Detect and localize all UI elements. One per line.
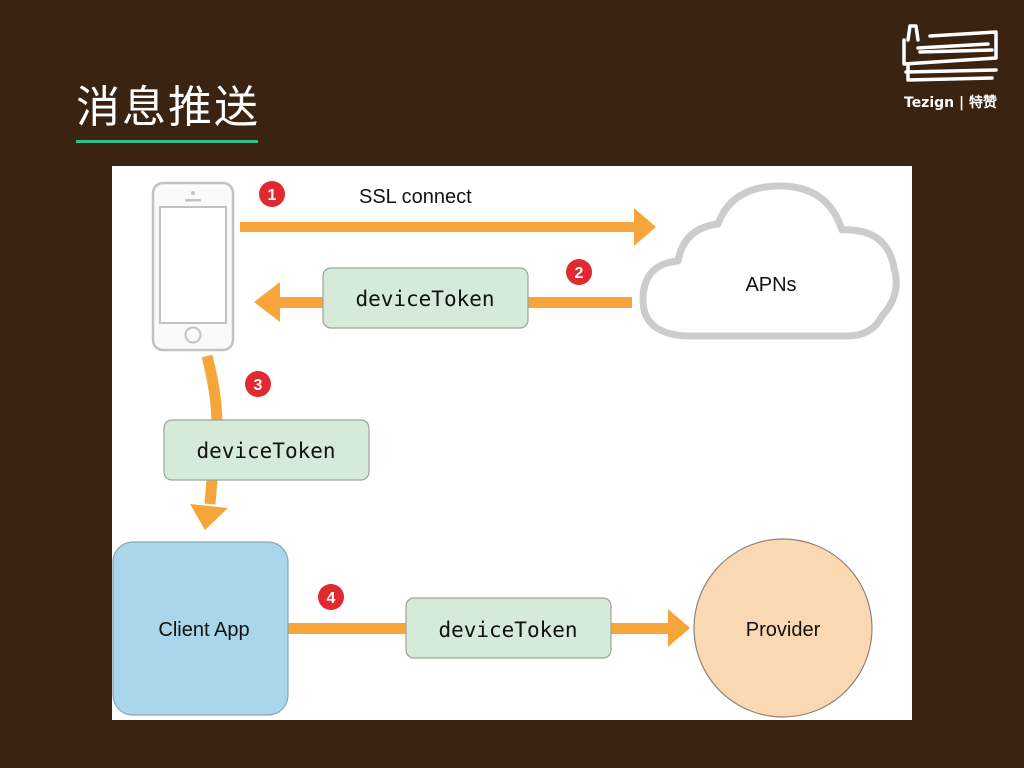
- step-3-token-box: [163, 419, 370, 481]
- step-2-number: 2: [575, 265, 584, 282]
- thumbs-up-logo-icon: [902, 24, 998, 82]
- arrow-token-provider-head: [668, 609, 690, 647]
- provider-node: [693, 538, 873, 718]
- step-1-number: 1: [268, 187, 277, 204]
- client-app-node: [112, 541, 289, 716]
- logo-brand-cn: 特赞: [969, 95, 997, 111]
- apns-label: APNs: [745, 274, 796, 296]
- step-4-token-label: deviceToken: [438, 618, 577, 642]
- step-3-token-label: deviceToken: [196, 439, 335, 463]
- step-4-badge: [318, 584, 344, 610]
- arrow-token-down-head: [190, 504, 228, 530]
- apns-cloud-icon: [639, 182, 900, 340]
- step-3-badge: [245, 371, 271, 397]
- arrow-ssl-head: [634, 208, 656, 246]
- logo-brand-en: Tezign: [904, 95, 955, 111]
- step-2-badge: [566, 259, 592, 285]
- step-3-number: 3: [254, 377, 263, 394]
- step-4-number: 4: [327, 590, 336, 607]
- diagram-panel: APNs 1 SSL connect 2 deviceToken 3 devic…: [112, 166, 912, 720]
- push-flow-diagram: APNs 1 SSL connect 2 deviceToken 3 devic…: [112, 181, 900, 718]
- step-1-badge: [259, 181, 285, 207]
- arrow-token-back-head: [254, 282, 280, 322]
- logo-separator: |: [959, 95, 965, 111]
- step-4-token-box: [405, 597, 612, 659]
- step-1-label: SSL connect: [359, 186, 472, 208]
- slide-title: 消息推送: [76, 82, 260, 133]
- logo-wordmark: Tezign | 特赞: [904, 92, 997, 112]
- provider-label: Provider: [746, 619, 821, 641]
- client-app-label: Client App: [158, 619, 249, 641]
- arrow-ssl-shaft: [240, 222, 638, 232]
- step-2-token-label: deviceToken: [355, 287, 494, 311]
- step-2-token-box: [322, 267, 529, 329]
- title-underline: [76, 140, 258, 143]
- iphone-icon: [151, 181, 235, 352]
